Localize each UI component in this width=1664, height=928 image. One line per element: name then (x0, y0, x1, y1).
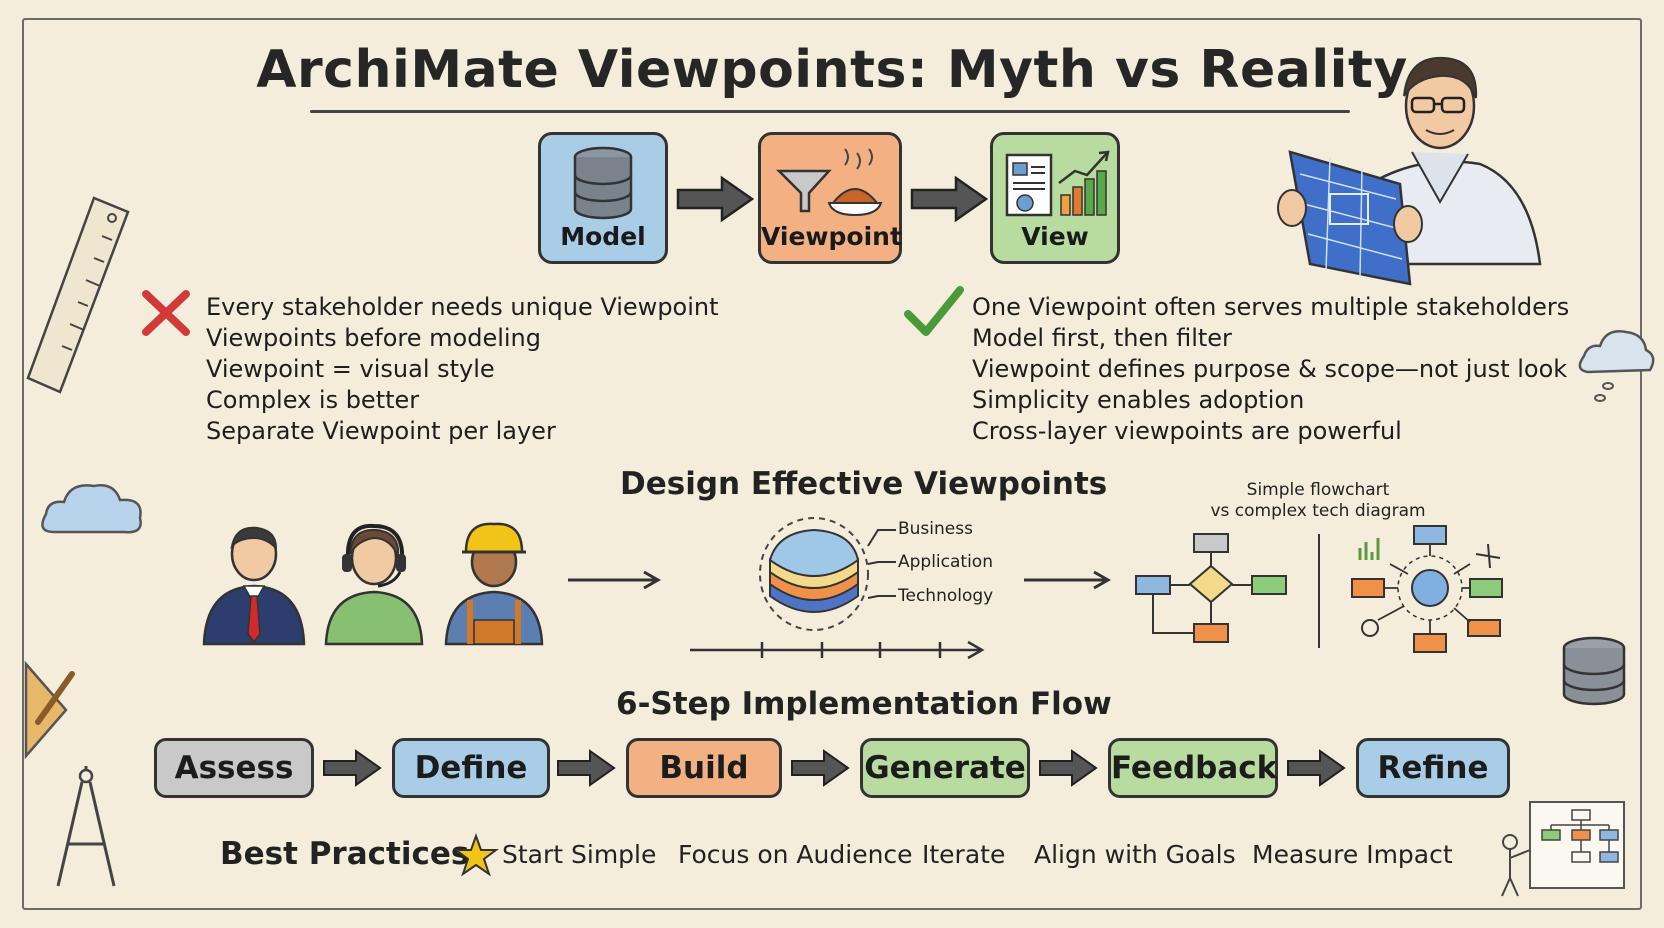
myth-item: Viewpoints before modeling (206, 324, 542, 352)
layer-leader-lines (867, 529, 896, 599)
arrow-right-icon (1287, 749, 1346, 787)
layers-stack-icon (759, 517, 869, 631)
cloud-icon (41, 484, 142, 534)
arrow-right-icon (791, 749, 850, 787)
sketch-frame (22, 18, 1642, 910)
reality-item: One Viewpoint often serves multiple stak… (972, 293, 1570, 321)
myth-item: Viewpoint = visual style (206, 355, 495, 383)
businessman-icon (202, 526, 306, 646)
step-feedback: Feedback (1108, 738, 1278, 798)
step-define: Define (392, 738, 550, 798)
step-assess: Assess (154, 738, 314, 798)
reality-item: Simplicity enables adoption (972, 386, 1305, 414)
layer-label-application: Application (898, 552, 993, 572)
simple-flowchart-diagram (1135, 533, 1287, 643)
support-agent-icon (324, 523, 424, 646)
database-icon (1562, 636, 1626, 706)
title-underline (310, 110, 1350, 113)
filter-funnel-icon (775, 148, 883, 217)
step-refine: Refine (1356, 738, 1510, 798)
report-chart-icon (1005, 150, 1110, 217)
realities-list: One Viewpoint often serves multiple stak… (972, 292, 1569, 447)
viewpoint-box: Viewpoint (758, 132, 902, 264)
compass-icon (56, 766, 116, 887)
myth-item: Separate Viewpoint per layer (206, 417, 556, 445)
best-practice-item: Measure Impact (1252, 840, 1453, 869)
myth-item: Complex is better (206, 386, 420, 414)
layer-label-technology: Technology (898, 586, 994, 606)
architect-illustration (1277, 56, 1542, 286)
reality-item: Model first, then filter (972, 324, 1232, 352)
timeline-arrow (690, 640, 985, 660)
cross-mark-icon (142, 290, 190, 336)
myths-list: Every stakeholder needs unique Viewpoint… (206, 292, 719, 447)
myth-item: Every stakeholder needs unique Viewpoint (206, 293, 719, 321)
complex-tech-diagram (1351, 525, 1503, 653)
set-square-icon (24, 660, 75, 760)
ruler-icon (26, 196, 130, 394)
step-generate: Generate (860, 738, 1030, 798)
arrow-right-icon (568, 570, 662, 590)
best-practice-item: Start Simple (502, 840, 657, 869)
star-icon (453, 833, 499, 877)
cloud-icon (1578, 330, 1655, 402)
model-box: Model (538, 132, 668, 264)
flowchart-caption-line-1: Simple flowchart (1246, 480, 1390, 500)
view-box: View (990, 132, 1120, 264)
arrow-right-icon (910, 175, 989, 223)
step-build: Build (626, 738, 782, 798)
layer-label-business: Business (898, 519, 973, 539)
database-icon (573, 146, 633, 220)
check-mark-icon (904, 286, 964, 336)
presenter-whiteboard-icon (1501, 801, 1625, 897)
arrow-right-icon (557, 749, 616, 787)
page-title: ArchiMate Viewpoints: Myth vs Reality (256, 40, 1408, 100)
implementation-heading: 6-Step Implementation Flow (616, 686, 1112, 722)
reality-item: Viewpoint defines purpose & scope—not ju… (972, 355, 1568, 383)
flowchart-caption: Simple flowchart vs complex tech diagram (1198, 480, 1438, 522)
best-practice-item: Focus on Audience (678, 840, 913, 869)
model-label: Model (560, 222, 646, 251)
viewpoint-label: Viewpoint (761, 222, 902, 251)
divider-line (1318, 534, 1320, 648)
best-practices-heading: Best Practices (220, 836, 470, 872)
best-practice-item: Align with Goals (1034, 840, 1236, 869)
arrow-right-icon (1024, 570, 1112, 590)
best-practice-item: Iterate (922, 840, 1006, 869)
construction-worker-icon (444, 522, 544, 646)
design-heading: Design Effective Viewpoints (620, 466, 1108, 502)
flowchart-caption-line-2: vs complex tech diagram (1210, 501, 1426, 521)
arrow-right-icon (676, 175, 755, 223)
view-label: View (1021, 222, 1089, 251)
arrow-right-icon (323, 749, 382, 787)
reality-item: Cross-layer viewpoints are powerful (972, 417, 1402, 445)
arrow-right-icon (1039, 749, 1098, 787)
